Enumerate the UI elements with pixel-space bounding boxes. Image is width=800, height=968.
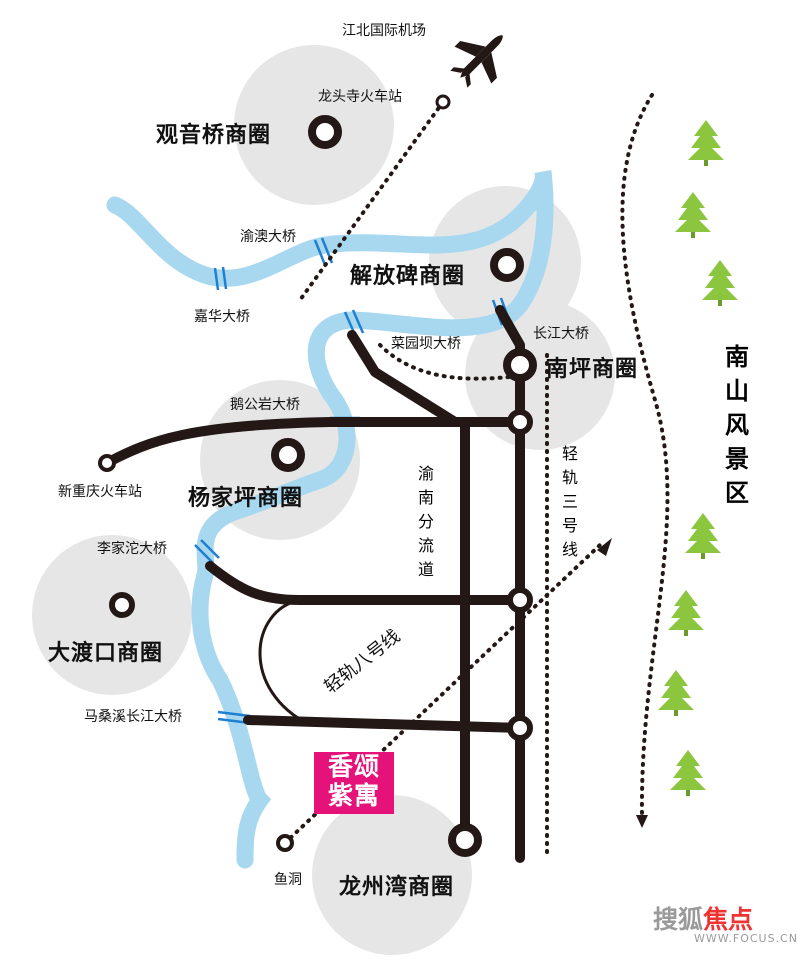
district-nanping-label: 南坪商圈 [546, 357, 639, 382]
roads [102, 305, 525, 863]
tree-icon [658, 670, 694, 716]
ring-guanyinqiao [308, 115, 342, 149]
road-yunan-label: 渝南分流道 [417, 464, 434, 579]
nanshan-arrowhead [636, 815, 648, 828]
project-name-line2: 紫寓 [327, 781, 380, 810]
area-nanping [465, 300, 615, 450]
area-longzhouwan [312, 795, 472, 955]
station-new-chongqing-dot [98, 454, 116, 472]
road-east-west-3 [243, 715, 525, 733]
district-dadukou-label: 大渡口商圈 [48, 641, 164, 666]
station-new-chongqing-label: 新重庆火车站 [58, 484, 142, 500]
bridge-changjiang-label: 长江大桥 [533, 326, 589, 342]
airport-label: 江北国际机场 [342, 23, 426, 39]
bridge-caiyuanba-label: 菜园坝大桥 [391, 336, 461, 352]
bridge-lijiatuo [194, 539, 220, 564]
road-east-west-1 [102, 417, 525, 468]
ring-dadukou [109, 592, 135, 618]
watermark-logo-b: 焦点 [703, 905, 754, 934]
district-longzhouwan-label: 龙州湾商圈 [339, 875, 455, 900]
road-line3-label: 轻轨三号线 [561, 444, 578, 559]
ring-junction-2 [507, 587, 533, 613]
tree-icon [688, 120, 724, 166]
nanshan-edge [620, 93, 670, 817]
watermark-url: WWW.FOCUS.CN [694, 932, 798, 945]
ring-junction-3 [507, 715, 533, 741]
airplane-icon [450, 35, 503, 88]
station-yudong-dot [276, 834, 294, 852]
trees [658, 120, 738, 796]
ring-yangjiaping [271, 438, 305, 472]
road-connector [258, 598, 311, 727]
line8-arrowhead [597, 538, 612, 556]
area-dadukou [32, 535, 192, 695]
tree-icon [675, 192, 711, 238]
tree-icon [702, 260, 738, 306]
ring-junction-1 [507, 409, 533, 435]
tree-icon [668, 590, 704, 636]
ring-longzhouwan [448, 823, 482, 857]
park-nanshan-label: 南山风景区 [725, 343, 749, 507]
ring-jiefangbei [490, 248, 524, 282]
yangtze-jialing-river [106, 169, 554, 869]
caiyuanba-rail [378, 343, 522, 381]
road-east-west-2 [205, 561, 525, 605]
project-name-line1: 香颂 [327, 752, 380, 781]
bridge-jiahua-label: 嘉华大桥 [194, 309, 250, 325]
airport-rail [298, 100, 445, 302]
ring-nanping [503, 348, 537, 382]
district-guanyinqiao-label: 观音桥商圈 [156, 123, 272, 148]
station-longtousi-label: 龙头寺火车站 [318, 89, 402, 105]
bridge-egongyan-label: 鹅公岩大桥 [230, 397, 300, 413]
district-yangjiaping-label: 杨家坪商圈 [188, 486, 304, 511]
station-longtousi-dot [435, 94, 451, 110]
tree-icon [670, 750, 706, 796]
watermark-logo: 搜狐焦点 [653, 900, 753, 936]
road-yunan [347, 330, 470, 845]
district-jiefangbei-label: 解放碑商圈 [350, 264, 466, 289]
road-nanping-main [495, 305, 525, 863]
watermark-logo-a: 搜狐 [653, 905, 704, 934]
bridge-masangxi-label: 马桑溪长江大桥 [84, 709, 182, 725]
project-badge: 香颂 紫寓 [314, 752, 394, 814]
bridge-lijiatuo-label: 李家沱大桥 [97, 541, 167, 557]
tree-icon [685, 513, 721, 559]
bridge-yuao-label: 渝澳大桥 [240, 229, 296, 245]
junctions [98, 94, 537, 857]
station-yudong-label: 鱼洞 [274, 872, 302, 888]
bridge-jiahua [213, 266, 228, 291]
